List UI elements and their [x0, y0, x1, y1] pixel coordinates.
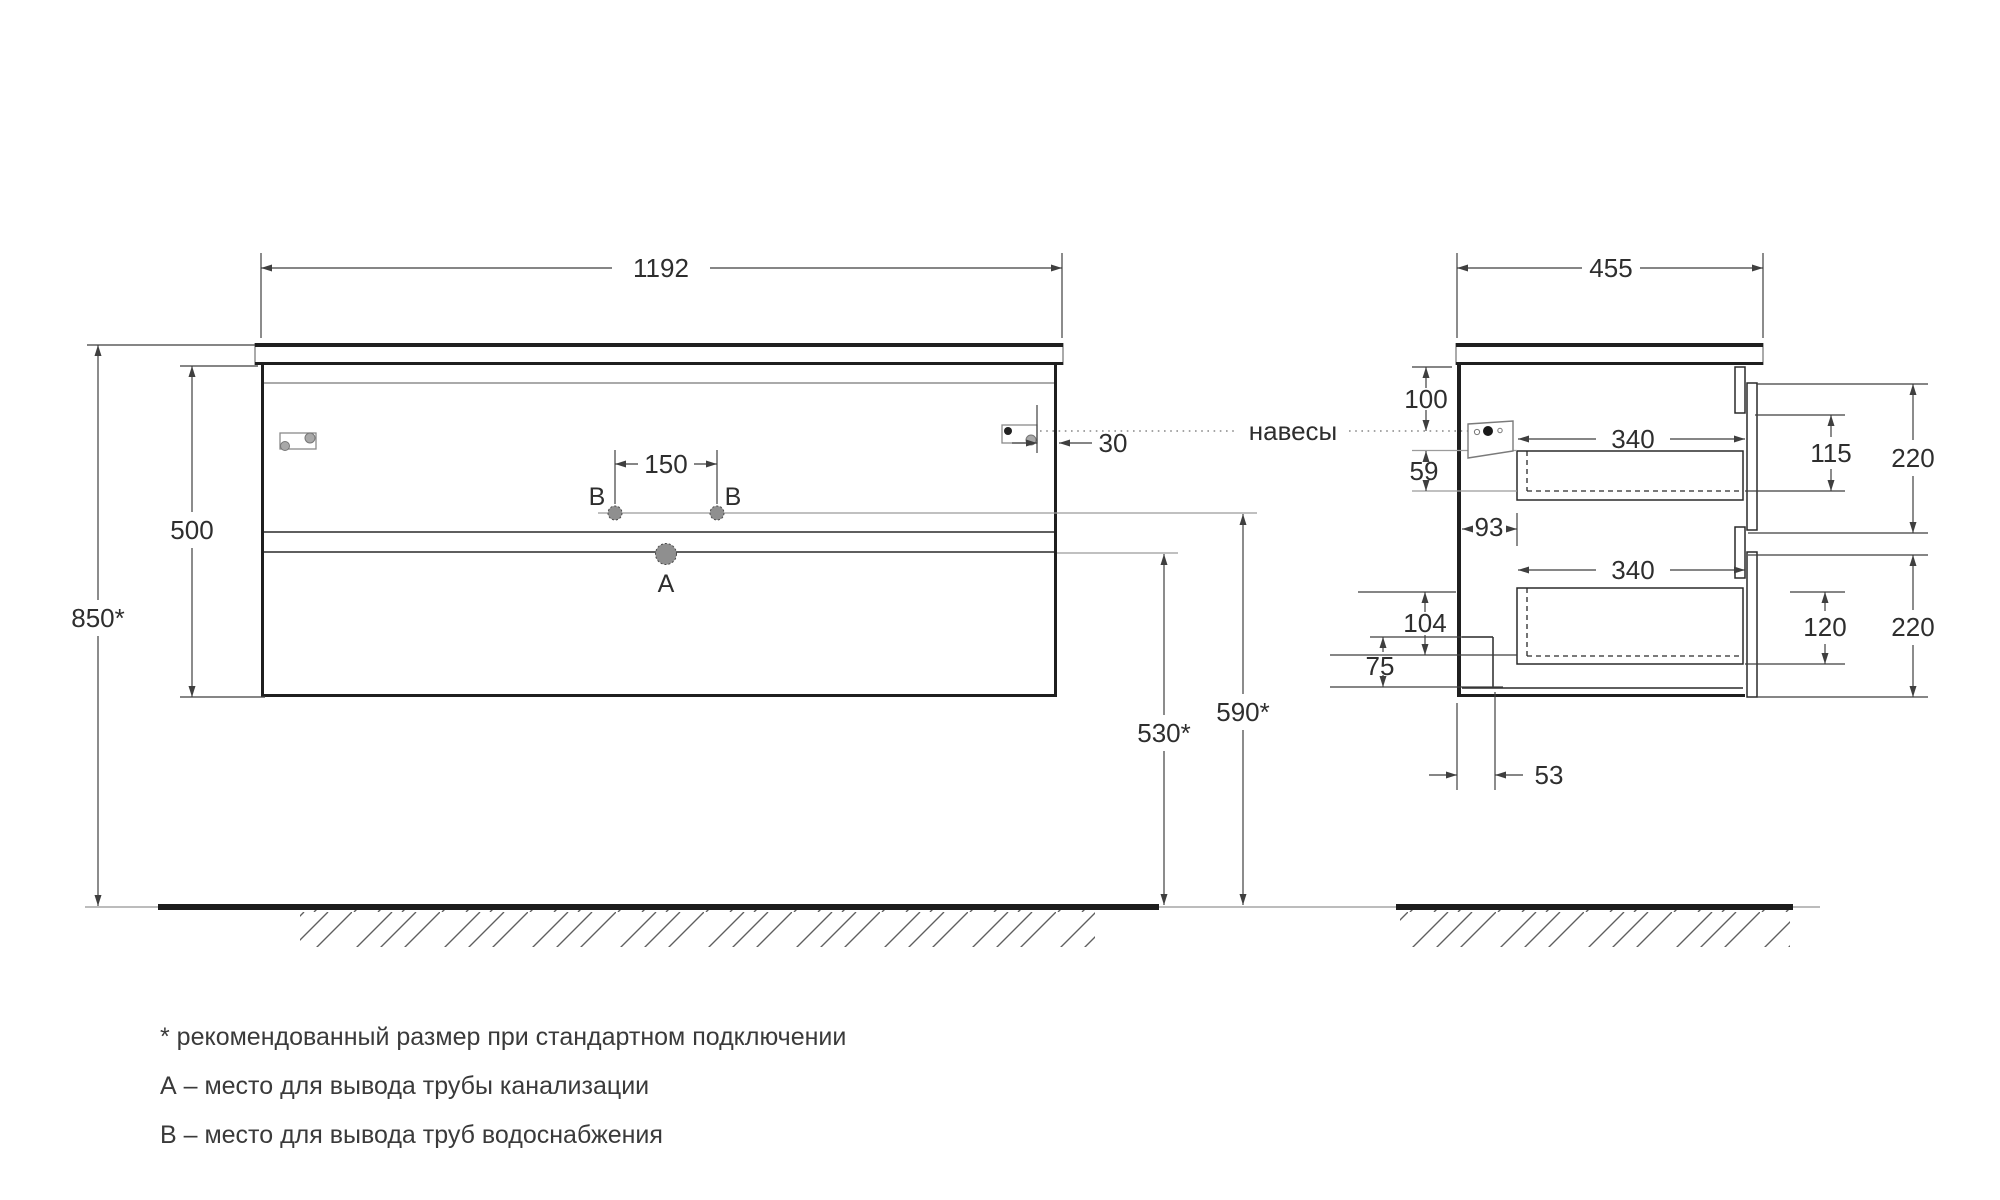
side-mid-rail	[1734, 526, 1746, 579]
drain-hole	[655, 543, 677, 565]
dim-upper-59-label: 59	[1410, 456, 1439, 486]
front-cabinet-body	[261, 365, 1057, 697]
side-countertop	[1455, 343, 1764, 365]
dim-upper-inner-115-label: 115	[1810, 438, 1851, 468]
dim-supply-height-590-label: 590*	[1216, 697, 1270, 727]
notes: * рекомендованный размер при стандартном…	[160, 1023, 846, 1149]
side-view: 455 100 59 93 340	[1330, 253, 1935, 790]
dim-cabinet-height-500-label: 500	[170, 515, 213, 545]
dim-back-offset-93-label: 93	[1475, 512, 1504, 542]
dim-upper-inner-115: 115	[1745, 414, 1852, 492]
dim-lower-front-220: 220	[1748, 554, 1935, 698]
dim-lower-inner-120-label: 120	[1803, 612, 1846, 642]
dim-mounting-height-850: 850*	[71, 344, 255, 906]
side-upper-drawer-front	[1746, 382, 1758, 531]
dim-back-offset-93: 93	[1462, 512, 1518, 546]
dim-width-1192: 1192	[260, 253, 1063, 338]
water-supply-hole-left	[607, 505, 623, 521]
hanger-bracket-right-icon	[1001, 424, 1038, 446]
dim-lower-inner-120: 120	[1745, 591, 1847, 665]
dim-drain-height-530: 530*	[1137, 554, 1191, 905]
water-supply-hole-right	[709, 505, 725, 521]
dim-lower-front-220-label: 220	[1891, 612, 1934, 642]
front-countertop	[254, 343, 1064, 365]
dim-upper-front-220: 220	[1748, 383, 1935, 534]
dim-supply-height-590: 590*	[1216, 514, 1270, 905]
hanger-bracket-left-icon	[279, 432, 317, 451]
dim-depth-455-label: 455	[1589, 253, 1632, 283]
dim-width-1192-label: 1192	[633, 253, 689, 283]
dim-plinth-recess-53-label: 53	[1535, 760, 1564, 790]
dim-lower-inner-104: 104	[1330, 591, 1517, 656]
dim-upper-59: 59	[1410, 451, 1439, 491]
dim-lower-drawer-340: 340	[1518, 555, 1745, 585]
dim-upper-drawer-340-label: 340	[1611, 424, 1654, 454]
dim-cabinet-height-500: 500	[170, 365, 265, 698]
note-asterisk: * рекомендованный размер при стандартном…	[160, 1023, 846, 1051]
side-plinth-notch	[1462, 636, 1494, 688]
dim-upper-drawer-340: 340	[1518, 424, 1745, 454]
dim-depth-455: 455	[1456, 253, 1764, 338]
hangers-label: навесы	[1249, 416, 1338, 446]
hanger-bracket-side-icon	[1467, 420, 1514, 459]
note-b: В – место для вывода труб водоснабжения	[160, 1121, 663, 1149]
label-hole-b-left: B	[589, 483, 606, 511]
hangers-callout: навесы	[1040, 416, 1484, 446]
dim-lower-drawer-340-label: 340	[1611, 555, 1654, 585]
side-upper-drawer-box	[1516, 450, 1744, 501]
dim-upper-front-220-label: 220	[1891, 443, 1934, 473]
dim-drain-height-530-label: 530*	[1137, 718, 1191, 748]
front-view: B B A 1192 150 30 500	[71, 253, 1270, 906]
label-hole-a: A	[658, 570, 675, 598]
dim-plinth-recess-53: 53	[1429, 692, 1563, 790]
dim-top-offset-100: 100	[1404, 366, 1452, 431]
dim-bracket-offset-30-label: 30	[1099, 428, 1128, 458]
dim-top-offset-100-label: 100	[1404, 384, 1447, 414]
side-lower-drawer-front	[1746, 551, 1758, 698]
dim-mounting-height-850-label: 850*	[71, 603, 125, 633]
side-top-rail	[1734, 366, 1746, 414]
label-hole-b-right: B	[725, 483, 742, 511]
note-a: А – место для вывода трубы канализации	[160, 1072, 649, 1100]
dim-hole-spacing-150: 150	[614, 449, 718, 504]
dim-plinth-75: 75	[1330, 636, 1503, 688]
dim-lower-inner-104-label: 104	[1403, 608, 1446, 638]
side-lower-drawer-box	[1516, 587, 1744, 665]
floor-hatching-right	[1400, 910, 1790, 947]
floor-hatching-left	[300, 910, 1095, 947]
dim-plinth-75-label: 75	[1366, 651, 1395, 681]
side-cabinet-body	[1457, 365, 1745, 697]
floor	[85, 904, 1820, 947]
dim-bracket-offset-30: 30	[1012, 405, 1127, 458]
dim-hole-spacing-150-label: 150	[644, 449, 687, 479]
